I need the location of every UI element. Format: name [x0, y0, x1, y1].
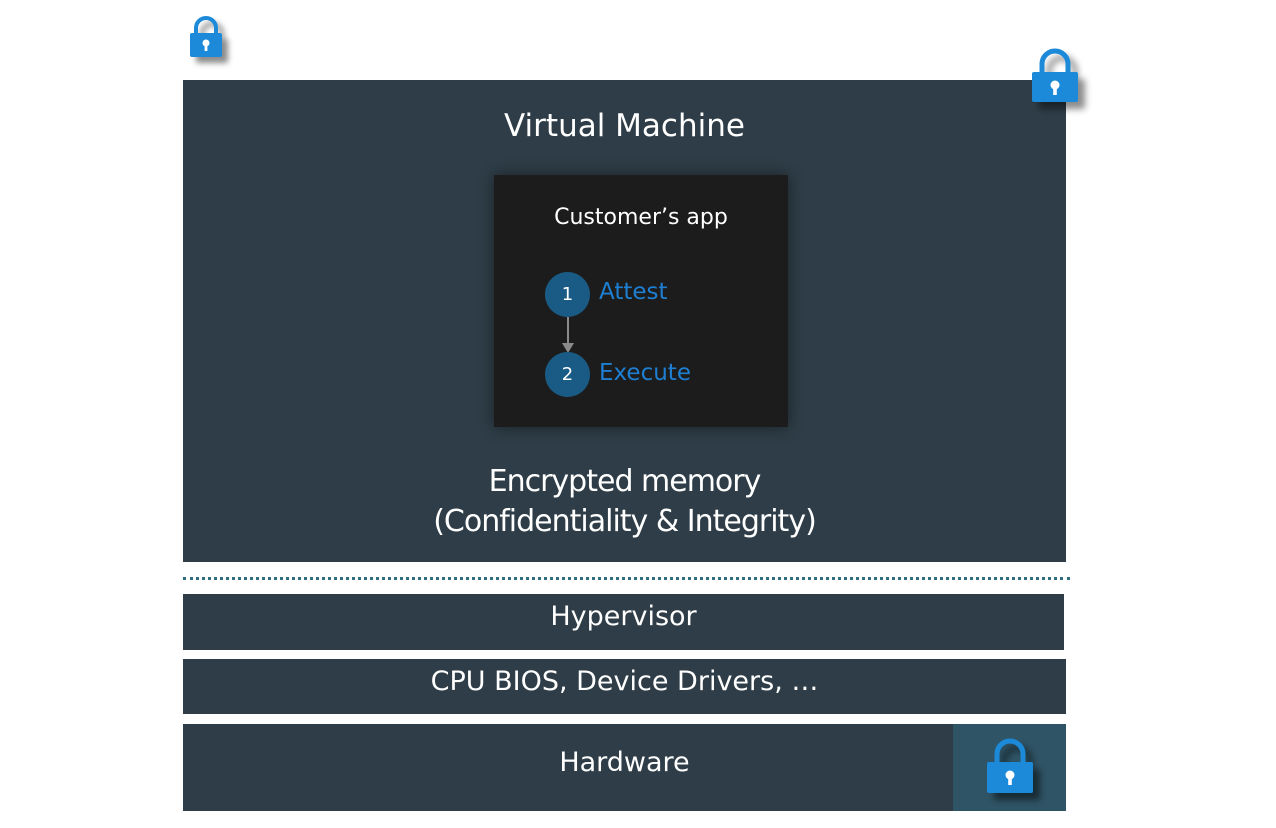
- drivers-label: CPU BIOS, Device Drivers, …: [430, 666, 819, 697]
- encrypted-memory-text: Encrypted memory (Confidentiality & Inte…: [183, 462, 1066, 542]
- customer-app-box: Customer’s app 1 Attest 2 Execute: [494, 175, 788, 427]
- step-attest-label: Attest: [599, 279, 668, 305]
- step-arrow: [562, 317, 574, 353]
- lock-icon: [987, 738, 1033, 793]
- step-execute-label: Execute: [599, 360, 691, 386]
- lock-icon: [1032, 48, 1078, 102]
- trust-boundary-divider: [183, 577, 1070, 580]
- step-2-circle: 2: [545, 352, 590, 397]
- hypervisor-label: Hypervisor: [550, 601, 697, 632]
- hardware-label: Hardware: [559, 747, 690, 778]
- hardware-layer: Hardware: [183, 724, 1066, 811]
- customer-app-title: Customer’s app: [554, 205, 728, 230]
- confidentiality-integrity-line: (Confidentiality & Integrity): [433, 504, 817, 539]
- hypervisor-layer: Hypervisor: [183, 594, 1064, 650]
- encrypted-memory-line: Encrypted memory: [488, 464, 762, 499]
- virtual-machine-title: Virtual Machine: [504, 108, 745, 144]
- step-1-circle: 1: [545, 272, 590, 317]
- drivers-layer: CPU BIOS, Device Drivers, …: [183, 659, 1066, 714]
- lock-icon: [190, 16, 222, 57]
